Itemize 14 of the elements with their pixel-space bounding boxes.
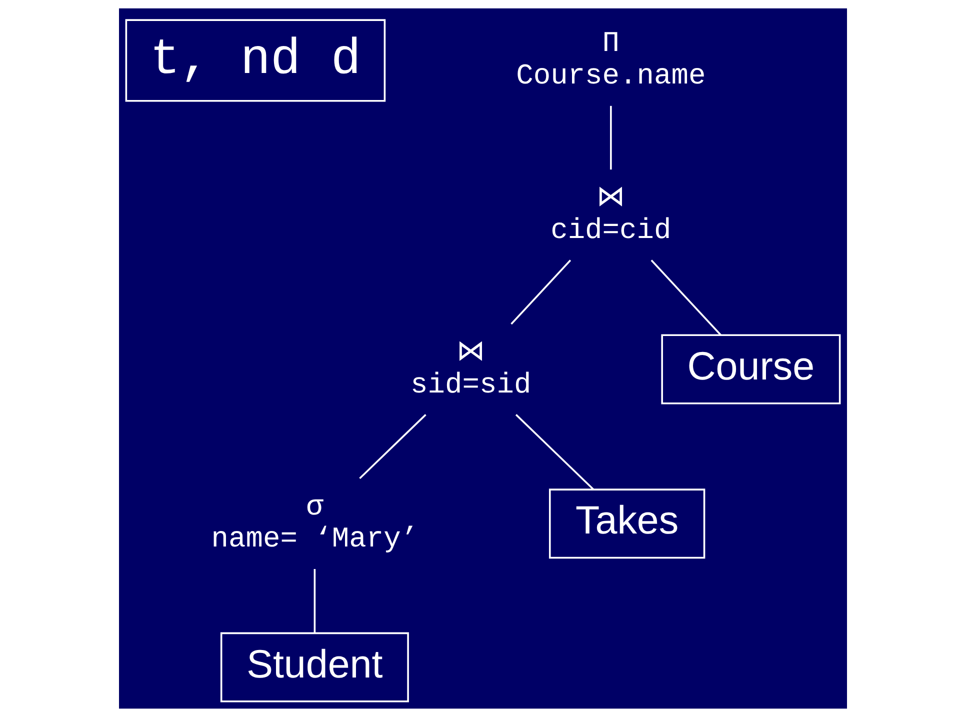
connector <box>510 260 571 325</box>
node-box: Student <box>220 632 408 702</box>
connector <box>514 414 594 490</box>
node-text: Π Course.name <box>516 27 706 92</box>
node-text: ⋈ cid=cid <box>550 182 671 247</box>
node-box: Takes <box>548 488 705 559</box>
connector <box>610 106 612 170</box>
connector <box>650 260 721 336</box>
node-box: t, nd d <box>124 19 386 102</box>
connector <box>358 414 426 479</box>
node-box: Course <box>660 334 840 404</box>
connector <box>313 569 316 633</box>
node-text: σ name= ‘Mary’ <box>210 490 418 556</box>
node-text: ⋈ sid=sid <box>410 336 531 402</box>
